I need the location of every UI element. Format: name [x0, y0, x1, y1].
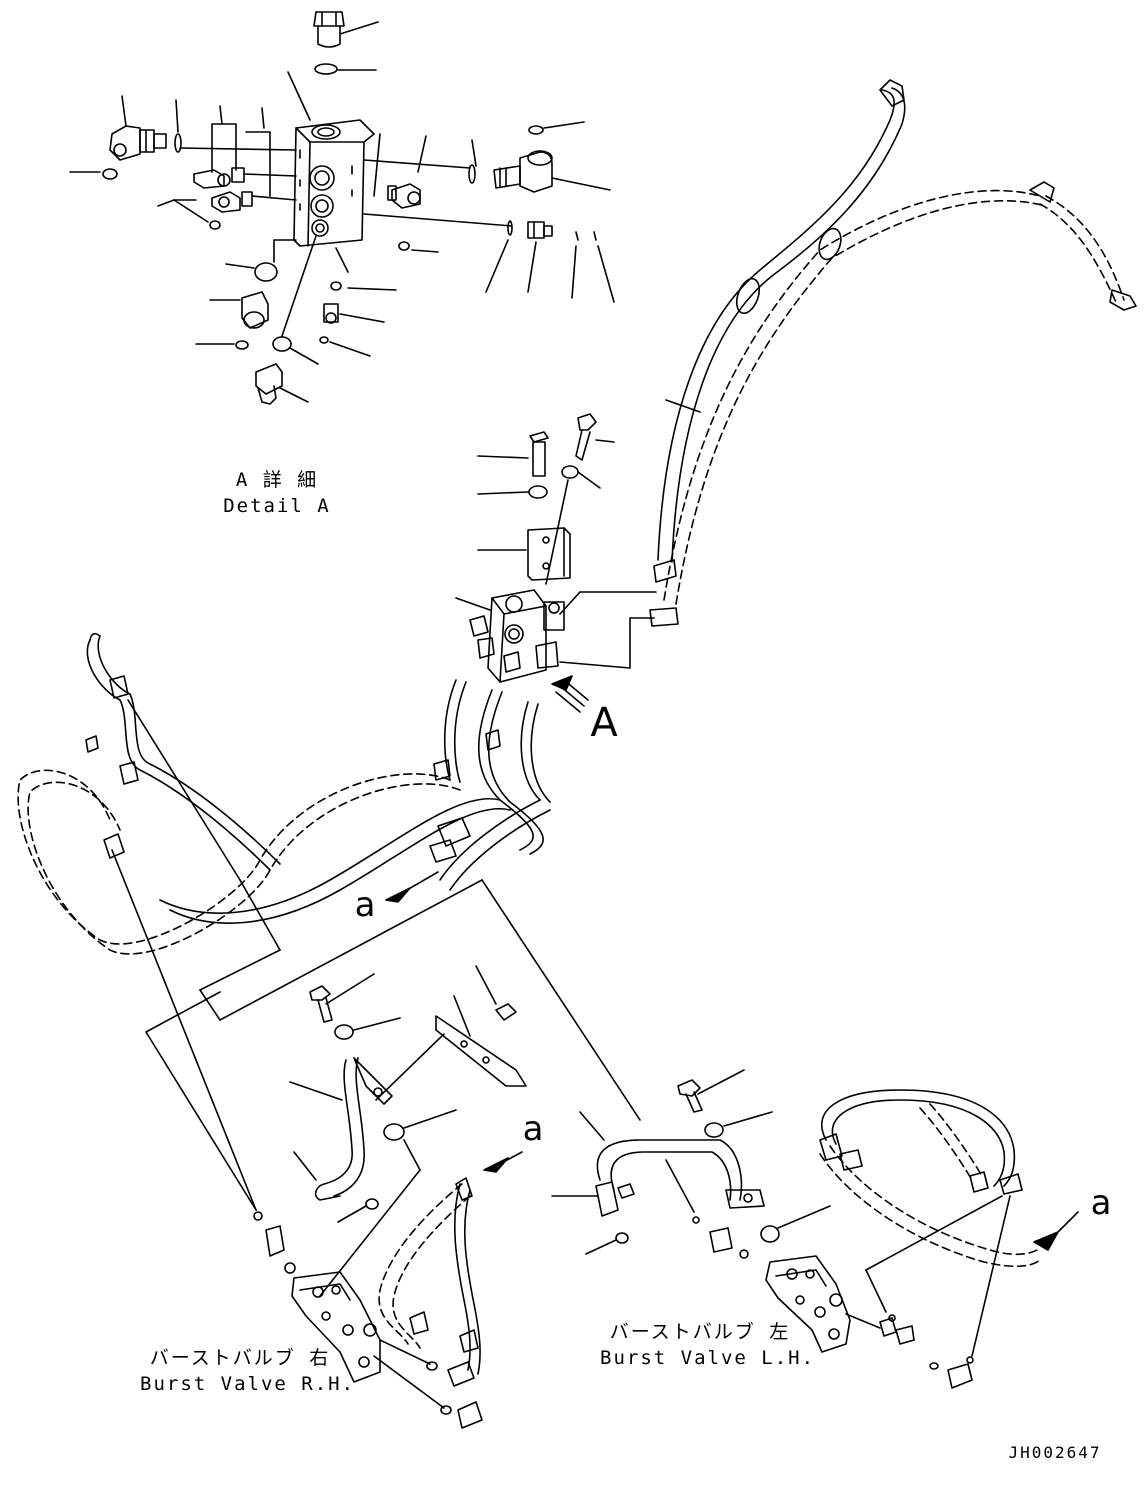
- seal-ring: [507, 220, 513, 236]
- o-ring: [314, 63, 338, 75]
- detail-a-title-en: Detail A: [223, 495, 331, 517]
- detail-a-title-jp: A 詳 細: [235, 469, 319, 491]
- detail-a-exploded-view: [69, 11, 615, 405]
- burst-valve-rh-label-en: Burst Valve R.H.: [140, 1373, 356, 1395]
- small-fittings-left: [193, 105, 297, 213]
- o-ring: [330, 281, 342, 291]
- view-a-arrow: [551, 675, 589, 713]
- washer: [334, 1024, 354, 1040]
- ref-a-callout-lh: a: [1090, 1183, 1112, 1223]
- ref-a-callout-rh: a: [522, 1109, 544, 1149]
- o-ring: [365, 1198, 379, 1210]
- o-ring: [235, 340, 249, 350]
- seal-ring: [174, 133, 182, 153]
- burst-valve-rh-assembly: [253, 965, 527, 1429]
- elbow-fitting-left: [109, 95, 167, 161]
- small-nipple: [323, 303, 385, 324]
- ref-a-callout-center: a: [354, 885, 376, 925]
- central-valve-block: [455, 589, 657, 683]
- plug-fitting: [313, 11, 379, 48]
- burst-valve-rh-label-jp: バーストバルブ 右: [149, 1347, 331, 1369]
- o-ring: [615, 1232, 629, 1244]
- straight-fitting-right: [527, 221, 553, 239]
- lower-hose-bundle: [17, 632, 551, 955]
- o-ring: [209, 220, 221, 230]
- o-ring: [254, 262, 278, 282]
- o-ring: [319, 336, 329, 344]
- drawing-code: JH002647: [1008, 1443, 1102, 1462]
- o-ring: [760, 1225, 780, 1243]
- o-ring: [528, 125, 544, 135]
- view-a-callout: A: [590, 700, 618, 746]
- small-fittings-right: [387, 135, 427, 209]
- burst-valve-lh-assembly: [551, 1069, 1079, 1389]
- o-ring: [383, 1123, 405, 1141]
- o-ring: [398, 241, 410, 251]
- elbow-fitting-right: [493, 150, 611, 193]
- washer: [704, 1122, 724, 1138]
- detail-guide-lines: [111, 699, 641, 1211]
- mounting-bracket-assembly: [477, 413, 615, 585]
- burst-valve-lh-label-en: Burst Valve L.H.: [600, 1347, 816, 1369]
- pressure-sensor: [255, 363, 309, 405]
- upper-hose-assembly: [649, 79, 1137, 627]
- valve-block: [293, 119, 375, 247]
- o-ring: [272, 336, 292, 352]
- plug-fitting-lower: [209, 291, 269, 329]
- washer: [528, 485, 548, 499]
- burst-valve-lh-label-jp: バーストバルブ 左: [609, 1321, 791, 1343]
- washer: [561, 465, 579, 479]
- o-ring: [102, 168, 118, 180]
- seal-ring: [468, 164, 476, 184]
